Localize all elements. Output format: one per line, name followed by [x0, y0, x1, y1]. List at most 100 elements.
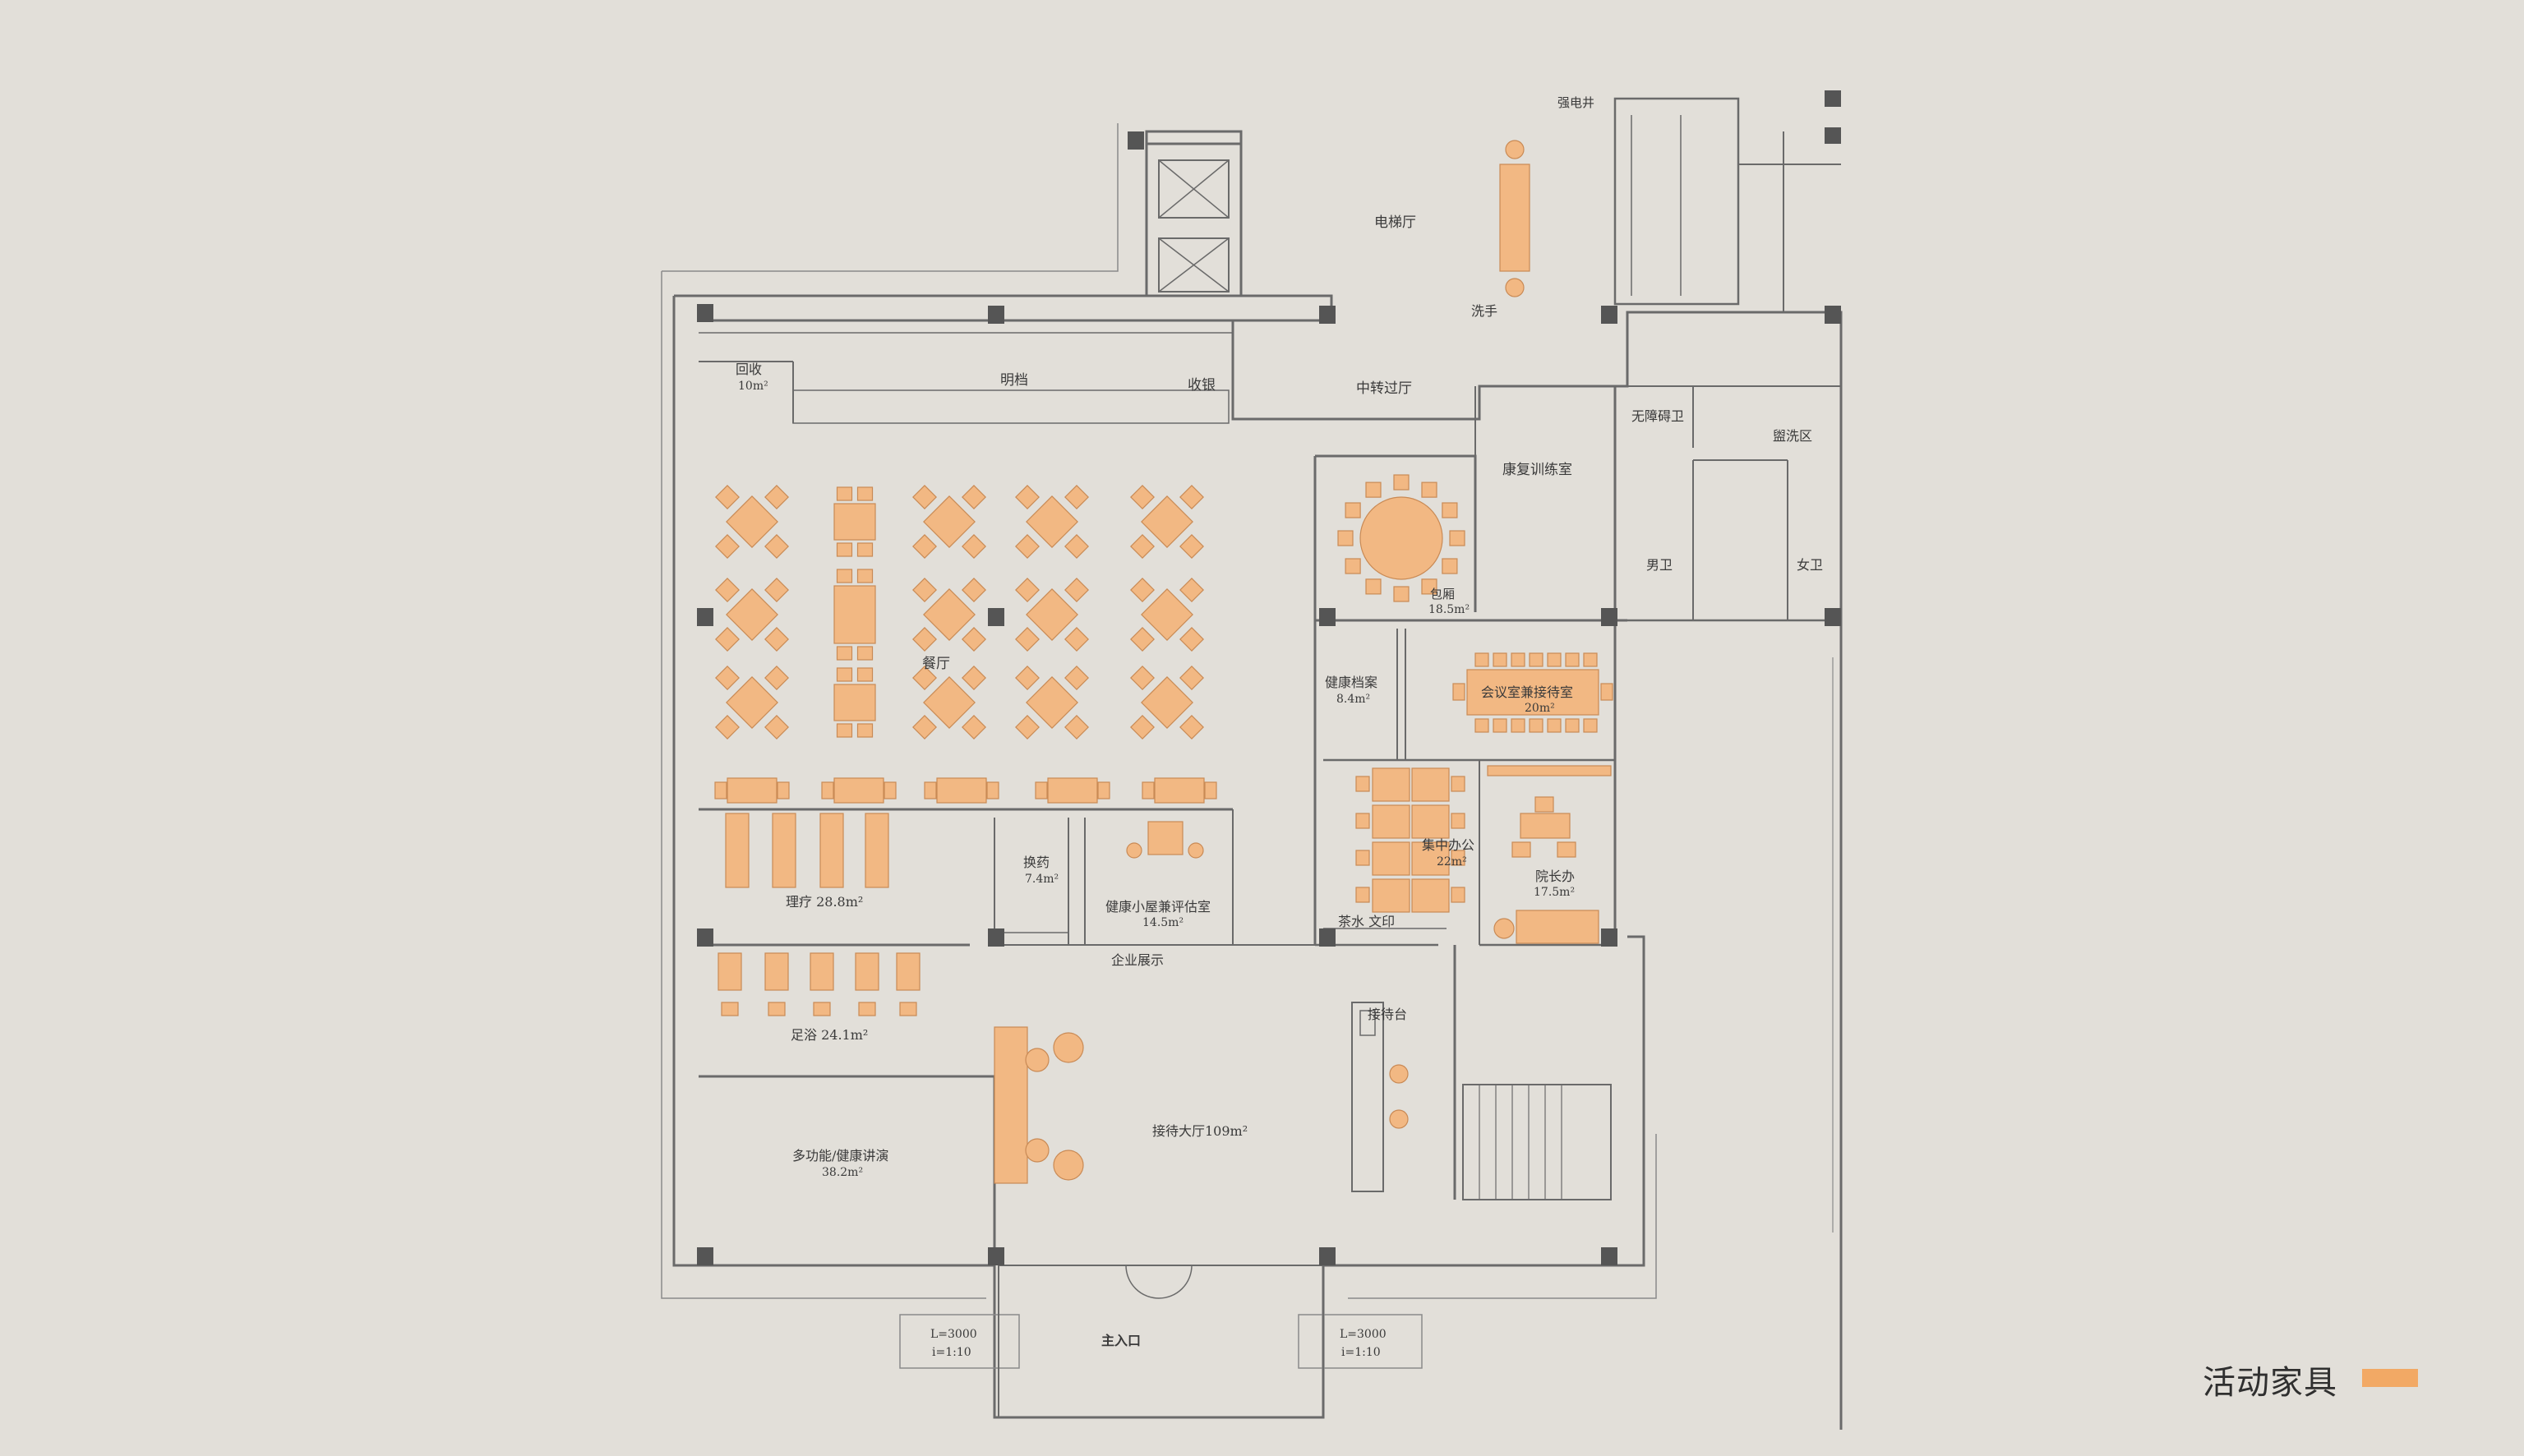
reception-counter: [994, 1026, 1028, 1184]
label-private-room-area: 18.5m²: [1428, 603, 1470, 616]
therapy-table: [1047, 777, 1098, 804]
label-health-records-area: 8.4m²: [1336, 693, 1370, 706]
dining-chair: [1015, 666, 1040, 690]
label-cashier: 收银: [1188, 377, 1216, 394]
dining-chair: [764, 627, 789, 652]
dining-chair: [856, 667, 874, 682]
meeting-chair: [1452, 683, 1465, 701]
columns: [697, 90, 1841, 1265]
dining-chair: [856, 542, 874, 557]
reception-stool: [1025, 1138, 1050, 1163]
label-transit-hall: 中转过厅: [1356, 380, 1412, 397]
office-desk: [1372, 841, 1410, 876]
label-private-room: 包厢: [1430, 587, 1455, 601]
dining-chair: [1064, 534, 1089, 559]
label-mens: 男卫: [1646, 557, 1673, 573]
dining-chair: [1064, 666, 1089, 690]
footbath-stool: [768, 1002, 786, 1016]
round-chair: [1365, 481, 1382, 498]
therapy-table: [727, 777, 778, 804]
dining-table: [1026, 495, 1078, 548]
dining-table: [1026, 676, 1078, 729]
director-chair: [1557, 841, 1576, 858]
director-cabinet: [1487, 765, 1612, 776]
bench-stool: [1505, 140, 1525, 159]
office-chair: [1355, 887, 1370, 903]
office-chair: [1451, 813, 1465, 829]
therapy-chair: [986, 781, 999, 799]
dining-table: [923, 588, 976, 641]
dining-chair: [715, 627, 740, 652]
round-chair: [1421, 578, 1437, 595]
room-labels: 电梯厅 洗手 强电井 中转过厅 回收 10m² 明档 收银 无障碍卫 盥洗区 康…: [736, 95, 1823, 1359]
dining-table: [1141, 676, 1193, 729]
label-health-records: 健康档案: [1325, 675, 1377, 690]
footbath-stool: [813, 1002, 831, 1016]
dining-chair: [962, 485, 986, 509]
dining-chair: [764, 715, 789, 740]
therapy-chair: [924, 781, 937, 799]
round-chair: [1393, 474, 1410, 491]
therapy-bed: [772, 813, 796, 888]
round-chair: [1442, 502, 1458, 518]
dining-chair: [764, 578, 789, 602]
dining-chair: [836, 646, 853, 661]
director-chair: [1511, 841, 1531, 858]
office-chair: [1355, 813, 1370, 829]
label-tea: 茶水 文印: [1338, 914, 1395, 929]
footbath-chair: [896, 952, 921, 991]
dining-chair: [856, 723, 874, 738]
label-reception-hall: 接待大厅109m²: [1152, 1123, 1248, 1139]
label-enterprise: 企业展示: [1111, 952, 1164, 968]
meeting-chair: [1474, 652, 1489, 667]
dining-chair: [1130, 485, 1155, 509]
therapy-chair: [884, 781, 897, 799]
label-director: 院长办: [1535, 869, 1575, 884]
lounge-chair: [1053, 1032, 1084, 1063]
round-chair: [1393, 586, 1410, 602]
footbath-chair: [718, 952, 742, 991]
therapy-bed: [865, 813, 889, 888]
dining-chair: [715, 485, 740, 509]
therapy-chair: [1142, 781, 1155, 799]
director-stool: [1493, 918, 1515, 939]
therapy-chair: [714, 781, 727, 799]
director-desk: [1520, 813, 1571, 839]
meeting-chair: [1547, 652, 1562, 667]
walls: [661, 97, 1843, 1430]
round-chair: [1421, 481, 1437, 498]
label-open-kitchen: 明档: [1000, 372, 1028, 389]
dining-chair: [836, 667, 853, 682]
label-multi-func-area: 38.2m²: [822, 1166, 863, 1179]
dining-table: [833, 684, 876, 721]
dining-chair: [1015, 627, 1040, 652]
health-stool: [1188, 842, 1204, 859]
meeting-chair: [1547, 718, 1562, 733]
dining-chair: [912, 534, 937, 559]
label-womens: 女卫: [1797, 557, 1823, 573]
desk-stool: [1389, 1109, 1409, 1129]
therapy-chair: [1035, 781, 1048, 799]
dining-chair: [912, 666, 937, 690]
meeting-chair: [1511, 652, 1525, 667]
label-dressing-area: 7.4m²: [1025, 873, 1059, 886]
label-health-house: 健康小屋兼评估室: [1105, 899, 1211, 915]
label-rehab: 康复训练室: [1502, 462, 1572, 478]
dining-table: [1026, 588, 1078, 641]
dining-chair: [1179, 485, 1204, 509]
dining-chair: [1179, 534, 1204, 559]
office-chair: [1451, 887, 1465, 903]
footbath-stool: [721, 1002, 739, 1016]
dining-chair: [1130, 534, 1155, 559]
label-power-room: 强电井: [1557, 95, 1594, 110]
dining-chair: [962, 666, 986, 690]
office-desk: [1411, 767, 1450, 802]
label-accessible-wc: 无障碍卫: [1631, 408, 1684, 424]
dining-chair: [836, 486, 853, 501]
therapy-chair: [1097, 781, 1110, 799]
dining-chair: [1179, 666, 1204, 690]
label-multi-func: 多功能/健康讲演: [792, 1148, 888, 1163]
label-recycle: 回收: [736, 362, 762, 377]
label-meeting-area: 20m²: [1525, 702, 1555, 715]
